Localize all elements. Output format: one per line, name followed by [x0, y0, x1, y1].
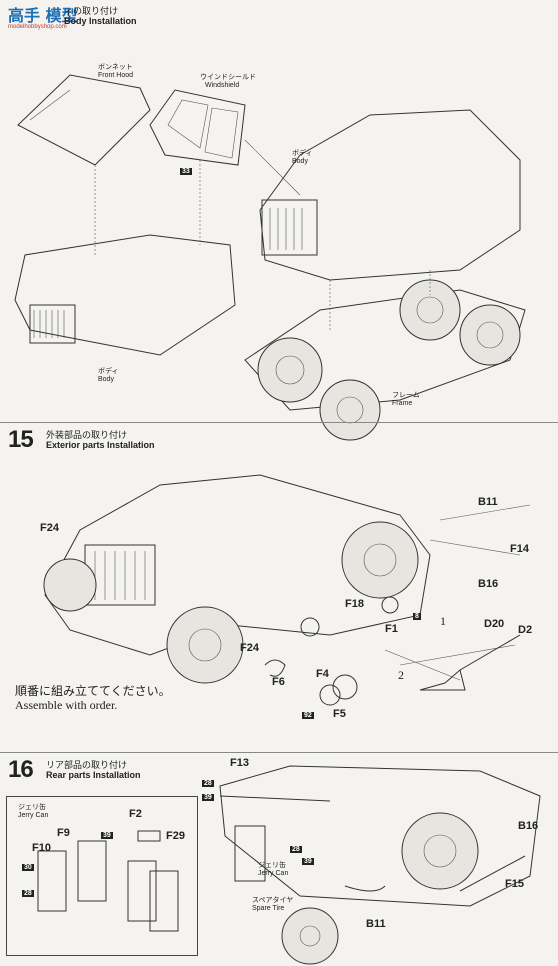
part-F9: F9 — [57, 827, 70, 839]
step15-number: 15 — [8, 426, 34, 453]
logo-subtext: modelhobbyshop.com — [8, 24, 67, 30]
step16-title-jp: リア部品の取り付け — [46, 760, 128, 770]
part-F13: F13 — [230, 757, 249, 769]
jerry-can-inset — [6, 796, 198, 956]
jerry-can2-label-en: Jerry Can — [258, 870, 289, 877]
body-left-label-jp: ボディ — [98, 368, 119, 375]
part-B11-front: B11 — [478, 496, 498, 508]
part-B16-rear: B16 — [518, 820, 539, 832]
assembly-note-en: Assemble with order. — [15, 698, 118, 712]
part-D2: D2 — [518, 624, 533, 636]
site-logo: 高手 模型 modelhobbyshop.com — [8, 2, 78, 30]
logo-text: 高手 模型 — [8, 6, 78, 25]
part-tag-30: 30 — [22, 864, 34, 871]
jerry-can-label-jp: ジェリ缶 — [18, 804, 46, 811]
step16-diagram — [37, 765, 541, 965]
part-tag-39-top: 39 — [202, 794, 214, 801]
part-tag-28-mid: 28 — [290, 846, 302, 853]
step15-title-en: Exterior parts Installation — [46, 440, 155, 450]
body-right-label-en: Body — [292, 158, 308, 165]
frame-label-en: Frame — [392, 400, 413, 407]
part-F1: F1 — [385, 623, 398, 635]
part-F6: F6 — [272, 676, 285, 688]
body-right-label-jp: ボディ — [292, 150, 313, 157]
part-F29: F29 — [166, 830, 185, 842]
assembly-note-jp: 順番に組み立ててください。 — [15, 684, 171, 698]
divider-14-15 — [0, 422, 558, 423]
jerry-can-label-en: Jerry Can — [18, 812, 49, 819]
windshield-label-jp: ウインドシールド — [200, 74, 256, 81]
part-tag-92: 92 — [302, 712, 314, 719]
step14-title-en: Body Installation — [64, 16, 137, 26]
windshield-label-en: Windshield — [205, 82, 240, 89]
frame-label-jp: フレーム — [392, 392, 420, 399]
order-number-1: 1 — [440, 614, 446, 628]
step14-diagram — [14, 74, 526, 441]
part-tag-33: 33 — [180, 168, 192, 175]
part-B16-front: B16 — [478, 578, 499, 590]
step16-title-en: Rear parts Installation — [46, 770, 141, 780]
part-F5: F5 — [333, 708, 346, 720]
spare-tire-label-en: Spare Tire — [252, 905, 285, 912]
part-tag-39-mid: 39 — [302, 858, 314, 865]
part-F18: F18 — [345, 598, 364, 610]
part-D20: D20 — [484, 618, 505, 630]
step16-number: 16 — [8, 756, 34, 783]
step15-diagram — [43, 474, 531, 706]
hood-label-jp: ボンネット — [98, 64, 133, 71]
step14-title-jp: ィの取り付け — [64, 6, 119, 16]
part-F2: F2 — [129, 808, 142, 820]
part-F4: F4 — [316, 668, 329, 680]
part-F24-top: F24 — [40, 522, 59, 534]
step15-title-jp: 外装部品の取り付け — [46, 430, 128, 440]
part-tag-39-inset: 39 — [101, 832, 113, 839]
body-left-label-en: Body — [98, 376, 114, 383]
part-F15: F15 — [505, 878, 524, 890]
part-tag-28-inset: 28 — [22, 890, 34, 897]
part-F24-bottom: F24 — [240, 642, 259, 654]
part-tag-28-top: 28 — [202, 780, 214, 787]
jerry-can2-label-jp: ジェリ缶 — [258, 862, 286, 869]
hood-label-en: Front Hood — [98, 72, 134, 79]
divider-15-16 — [0, 752, 558, 753]
part-F10: F10 — [32, 842, 51, 854]
part-F14: F14 — [510, 543, 529, 555]
part-B11-rear: B11 — [366, 918, 386, 930]
part-tag-8: 8 — [413, 613, 421, 620]
spare-tire-label-jp: スペアタイヤ — [252, 897, 294, 904]
order-number-2: 2 — [398, 668, 404, 682]
